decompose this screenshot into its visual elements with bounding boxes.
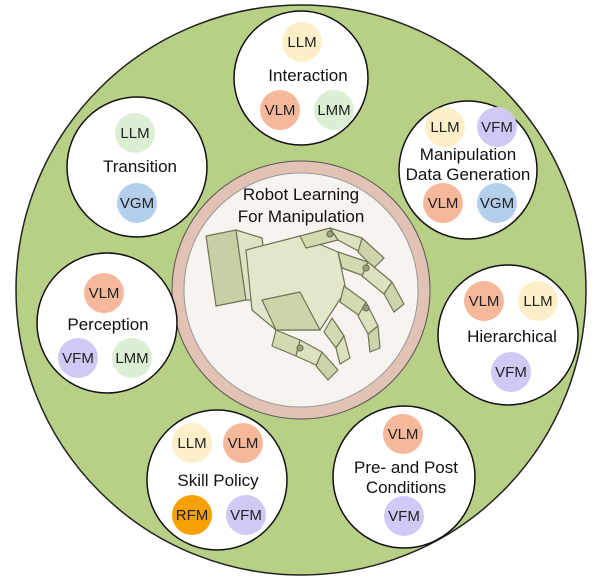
badge-llm: LLM	[115, 113, 155, 153]
module-interaction: Interaction LLM VLM LMM	[233, 10, 369, 146]
badge-vlm: VLM	[383, 414, 423, 454]
center-title-line1: Robot Learning	[243, 185, 359, 204]
svg-text:LLM: LLM	[177, 435, 206, 452]
svg-text:VFM: VFM	[388, 508, 420, 525]
module-hierarchical: Hierarchical VLM LLM VFM	[437, 264, 579, 406]
badge-vgm: VGM	[477, 183, 517, 223]
svg-text:LLM: LLM	[120, 125, 149, 142]
badge-vlm: VLM	[423, 183, 463, 223]
badge-vgm: VGM	[117, 183, 157, 223]
badge-vfm: VFM	[491, 352, 531, 392]
badge-lmm: LMM	[314, 90, 354, 130]
svg-text:VFM: VFM	[481, 119, 513, 136]
svg-text:VLM: VLM	[428, 195, 459, 212]
badge-vlm: VLM	[223, 423, 263, 463]
svg-text:VFM: VFM	[62, 350, 94, 367]
svg-text:LLM: LLM	[523, 293, 552, 310]
svg-text:LLM: LLM	[430, 119, 459, 136]
badge-llm: LLM	[172, 423, 212, 463]
module-transition: Transition LLM VGM	[66, 96, 208, 238]
module-label-line1: Pre- and Post	[354, 458, 458, 477]
svg-text:VFM: VFM	[495, 364, 527, 381]
badge-vfm: VFM	[477, 107, 517, 147]
badge-vlm: VLM	[84, 273, 124, 313]
module-pre-post-conditions: Pre- and Post Conditions VLM VFM	[332, 405, 476, 549]
badge-rfm: RFM	[172, 495, 212, 535]
svg-text:VLM: VLM	[228, 435, 259, 452]
module-label-line2: Conditions	[366, 478, 446, 497]
module-label: Interaction	[268, 66, 347, 85]
badge-lmm: LMM	[112, 338, 152, 378]
badge-llm: LLM	[425, 107, 465, 147]
module-label-line2: Data Generation	[406, 165, 531, 184]
svg-text:VLM: VLM	[265, 102, 296, 119]
svg-text:VLM: VLM	[388, 426, 419, 443]
badge-llm: LLM	[282, 22, 322, 62]
badge-vfm: VFM	[226, 495, 266, 535]
badge-vfm: VFM	[58, 338, 98, 378]
svg-text:VLM: VLM	[89, 285, 120, 302]
svg-text:VLM: VLM	[469, 293, 500, 310]
robot-hand-icon	[205, 227, 405, 381]
svg-text:LMM: LMM	[115, 350, 148, 367]
svg-text:LMM: LMM	[317, 102, 350, 119]
module-skill-policy: Skill Policy LLM VLM RFM VFM	[146, 409, 288, 551]
badge-llm: LLM	[518, 281, 558, 321]
module-label: Perception	[67, 315, 148, 334]
svg-text:LLM: LLM	[287, 34, 316, 51]
badge-vlm: VLM	[260, 90, 300, 130]
module-perception: Perception VLM VFM LMM	[36, 252, 178, 394]
svg-text:VFM: VFM	[230, 507, 262, 524]
svg-text:RFM: RFM	[176, 507, 209, 524]
module-label: Hierarchical	[467, 327, 557, 346]
module-label-line1: Manipulation	[420, 145, 516, 164]
module-manipulation-data-generation: Manipulation Data Generation LLM VFM VLM…	[398, 100, 538, 240]
svg-text:VGM: VGM	[120, 195, 154, 212]
center-title-line2: For Manipulation	[238, 207, 365, 226]
badge-vlm: VLM	[464, 281, 504, 321]
svg-text:VGM: VGM	[480, 195, 514, 212]
badge-vfm: VFM	[384, 496, 424, 536]
module-label: Transition	[103, 157, 177, 176]
module-label: Skill Policy	[177, 471, 259, 490]
